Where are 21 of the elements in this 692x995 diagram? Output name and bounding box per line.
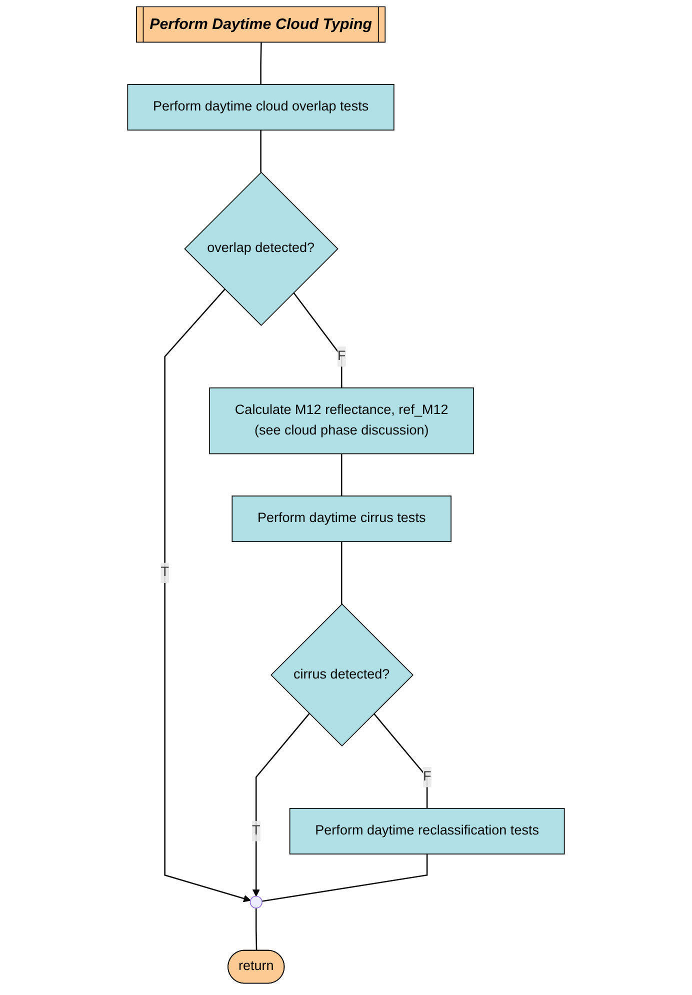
edge-label: T bbox=[160, 565, 169, 580]
connector bbox=[260, 130, 262, 172]
node-box: Perform daytime cloud overlap tests bbox=[127, 84, 394, 130]
edge-label: T bbox=[252, 824, 260, 838]
connector bbox=[255, 908, 258, 951]
node-diamond: cirrus detected? bbox=[270, 604, 414, 746]
edge-label: F bbox=[337, 349, 346, 364]
node-circle bbox=[250, 896, 262, 908]
node-box: Perform daytime reclassification tests bbox=[289, 808, 565, 854]
connector bbox=[373, 713, 428, 808]
arrow bbox=[252, 713, 310, 897]
connector bbox=[293, 292, 342, 388]
node-diamond: overlap detected? bbox=[184, 172, 338, 326]
node-box: Calculate M12 reflectance, ref_M12 (see cloud phase discussion) bbox=[209, 387, 474, 454]
edge-label: F bbox=[422, 770, 432, 784]
node-box: Perform daytime cirrus tests bbox=[232, 496, 452, 542]
arrow bbox=[164, 288, 251, 902]
connector bbox=[340, 542, 342, 604]
connector bbox=[260, 42, 262, 84]
connector bbox=[262, 854, 428, 902]
connector bbox=[340, 454, 342, 496]
